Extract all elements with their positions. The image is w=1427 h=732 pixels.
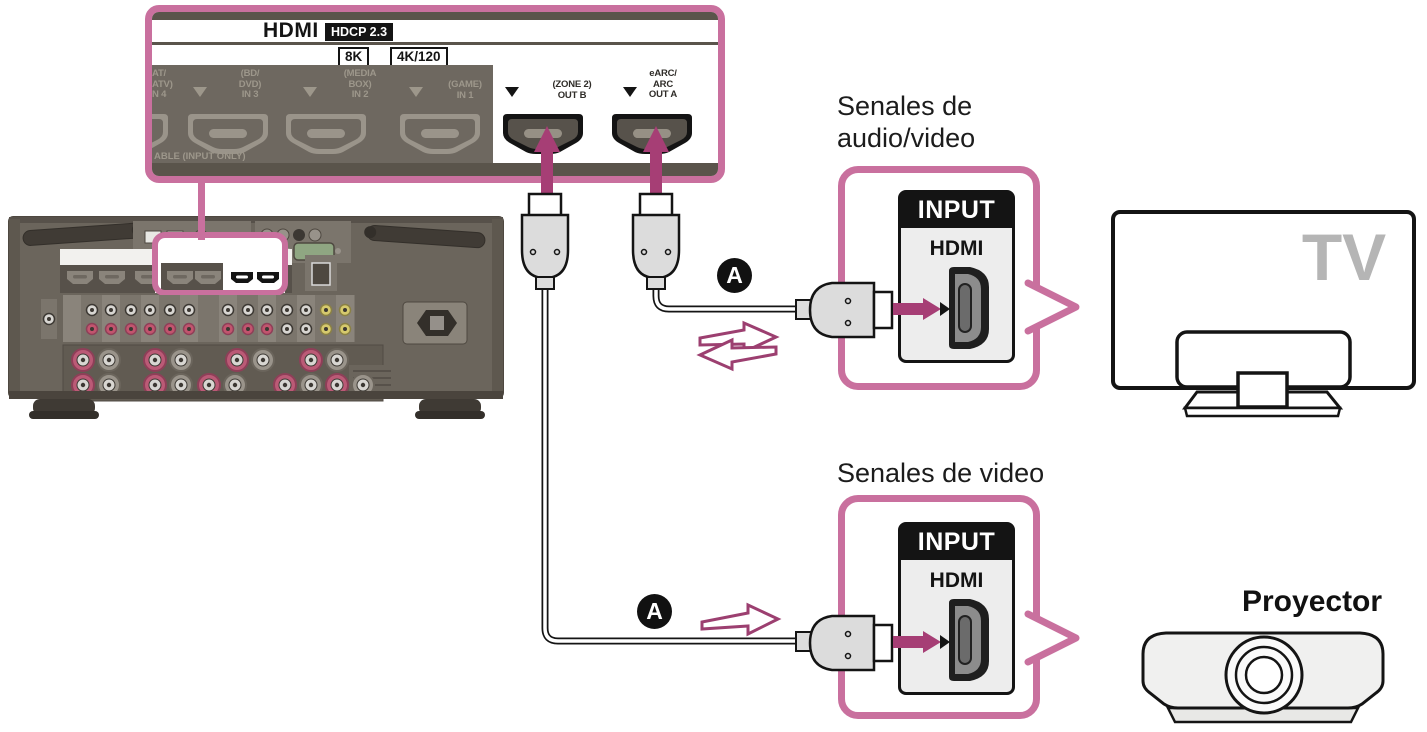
hdmi-port-in3 bbox=[188, 114, 268, 154]
panel-title: HDMI bbox=[263, 19, 319, 42]
panel-ports-area: AT/ ATV) N 4 (BD/ DVD) IN 3 (MEDIA BOX) … bbox=[152, 65, 718, 163]
receiver-illustration bbox=[8, 216, 504, 419]
bidirectional-arrow-icon bbox=[696, 320, 780, 372]
tv-illustration: TV bbox=[1111, 210, 1416, 418]
port-label-in1: (GAME) IN 1 bbox=[448, 79, 482, 101]
hdmi-port-icon bbox=[949, 599, 989, 681]
port-label-in4: AT/ ATV) N 4 bbox=[152, 68, 173, 100]
rca-jacks bbox=[63, 295, 355, 342]
highlight-box bbox=[152, 232, 288, 296]
triangle-icon bbox=[193, 87, 207, 97]
antenna-right bbox=[364, 224, 486, 249]
triangle-icon bbox=[623, 87, 637, 97]
hdmi-port-in1 bbox=[400, 114, 480, 154]
badge-8k: 8K bbox=[338, 47, 370, 67]
panel-bottom-strip bbox=[152, 163, 718, 176]
port-label-out-b: (ZONE 2) OUT B bbox=[552, 79, 592, 101]
port-label-in2: (MEDIA BOX) IN 2 bbox=[343, 68, 377, 100]
cable-a-badge: A bbox=[717, 258, 752, 293]
hdmi-port-label: HDMI bbox=[929, 569, 984, 592]
input-badge: INPUT bbox=[900, 192, 1013, 228]
hdmi-port-icon bbox=[949, 267, 989, 349]
hdcp-badge: HDCP 2.3 bbox=[325, 23, 394, 41]
panel-note: ABLE (INPUT ONLY) bbox=[154, 151, 246, 162]
triangle-icon bbox=[303, 87, 317, 97]
port-label-out-a: eARC/ ARC OUT A bbox=[648, 68, 678, 100]
tv-input-card: INPUT HDMI bbox=[898, 190, 1015, 363]
hdmi-port-in4 bbox=[152, 114, 168, 149]
triangle-icon bbox=[505, 87, 519, 97]
hdmi-port-out-b bbox=[503, 114, 583, 154]
badge-4k120: 4K/120 bbox=[390, 47, 448, 67]
panel-top-strip bbox=[152, 12, 718, 20]
hdmi-cable-b bbox=[541, 286, 797, 645]
projector-label: Proyector bbox=[1242, 585, 1383, 618]
hdmi-plug-out-a bbox=[631, 192, 681, 290]
right-arrow-icon bbox=[700, 602, 782, 637]
tv-signal-label: Senales de audio/video bbox=[837, 91, 976, 153]
triangle-icon bbox=[409, 87, 423, 97]
ac-inlet bbox=[402, 301, 468, 345]
tv-watermark: TV bbox=[1302, 220, 1386, 294]
port-label-in3: (BD/ DVD) IN 3 bbox=[238, 68, 262, 100]
input-badge: INPUT bbox=[900, 524, 1013, 560]
receiver-hdmi-out-area bbox=[152, 232, 288, 296]
projector-illustration bbox=[1141, 631, 1385, 724]
hdmi-port-label: HDMI bbox=[929, 237, 984, 260]
hdmi-port-out-a bbox=[612, 114, 692, 154]
projector-signal-label: Senales de video bbox=[837, 458, 1045, 488]
projector-input-card: INPUT HDMI bbox=[898, 522, 1015, 695]
cable-a-badge: A bbox=[637, 594, 672, 629]
hdmi-plug-out-b bbox=[520, 192, 570, 290]
hdmi-port-in2 bbox=[286, 114, 366, 154]
hdmi-panel-zoom: HDMI HDCP 2.3 8K 4K/120 AT/ ATV) N 4 (BD… bbox=[145, 5, 725, 183]
